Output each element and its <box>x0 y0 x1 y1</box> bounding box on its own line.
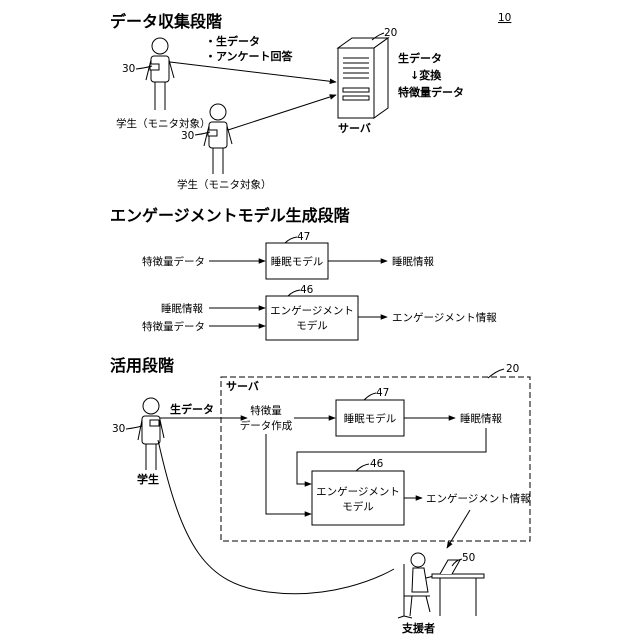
stage3-student-ref: 30 <box>112 423 125 435</box>
stage2-input-feature-2: 特徴量データ <box>142 320 205 333</box>
stage3-output-engagement: エンゲージメント情報 <box>426 492 531 505</box>
student-figure-b <box>204 104 232 174</box>
stage3-engagement-model-line1: エンゲージメント <box>316 486 400 498</box>
student-figure-a <box>146 38 174 110</box>
stage3-sleep-model-ref: 47 <box>376 387 389 399</box>
stage2-output-engagement: エンゲージメント情報 <box>392 311 497 324</box>
stage2-engagement-model-line1: エンゲージメント <box>270 305 354 317</box>
stage1-title: データ収集段階 <box>110 12 222 31</box>
student-a-to-server-arrow <box>170 62 336 82</box>
supporter-label: 支援者 <box>401 621 435 635</box>
stage2-title: エンゲージメントモデル生成段階 <box>110 206 350 225</box>
stage2-sleep-model-label: 睡眠モデル <box>271 255 324 268</box>
stage3-server-box-label: サーバ <box>226 380 259 393</box>
server-note-raw: 生データ <box>398 51 442 65</box>
stage3-sleep-model-label: 睡眠モデル <box>344 412 397 425</box>
stage3-student-label: 学生 <box>137 472 159 486</box>
student-label-a: 学生（モニタ対象） <box>116 117 211 130</box>
stage2-sleep-model-ref: 47 <box>297 231 310 243</box>
stage3-output-sleep: 睡眠情報 <box>460 412 502 425</box>
figure-number: 10 <box>498 12 511 24</box>
student-ref-a: 30 <box>122 63 135 75</box>
stage3-feature-to-engagement-arrow <box>266 434 311 514</box>
supporter-ref: 50 <box>462 552 475 564</box>
survey-bullet: ・アンケート回答 <box>205 49 294 63</box>
server-note-feature: 特徴量データ <box>398 85 464 99</box>
student-ref-b: 30 <box>181 130 194 142</box>
stage3-raw-data: 生データ <box>170 402 214 416</box>
stage2-engagement-model-ref: 46 <box>300 284 314 296</box>
stage3-title: 活用段階 <box>110 356 174 375</box>
stage3-feature-create-line2: データ作成 <box>240 419 293 432</box>
server-ref: 20 <box>384 27 397 39</box>
stage2-engagement-model-line2: モデル <box>296 319 328 332</box>
stage2-engagement-model-box <box>266 296 358 340</box>
server-icon <box>338 38 388 118</box>
stage3-feature-create-line1: 特徴量 <box>250 404 282 417</box>
stage3-engagement-model-box <box>312 471 404 525</box>
stage3-engagement-model-ref: 46 <box>370 458 384 470</box>
student-label-b: 学生（モニタ対象） <box>177 178 272 191</box>
stage3-engagement-model-line2: モデル <box>342 500 374 513</box>
stage2-input-feature-1: 特徴量データ <box>142 255 205 268</box>
stage2-output-sleep: 睡眠情報 <box>392 255 434 268</box>
server-label: サーバ <box>338 122 371 135</box>
student-b-to-server-arrow <box>228 95 336 130</box>
stage3-to-supporter-arrow <box>447 510 470 548</box>
stage2-input-sleep: 睡眠情報 <box>161 302 203 315</box>
raw-data-bullet: ・生データ <box>205 34 260 48</box>
stage3-student-figure <box>138 398 164 470</box>
server-note-convert: ↓変換 <box>410 68 442 82</box>
stage3-server-box-ref: 20 <box>506 363 519 375</box>
